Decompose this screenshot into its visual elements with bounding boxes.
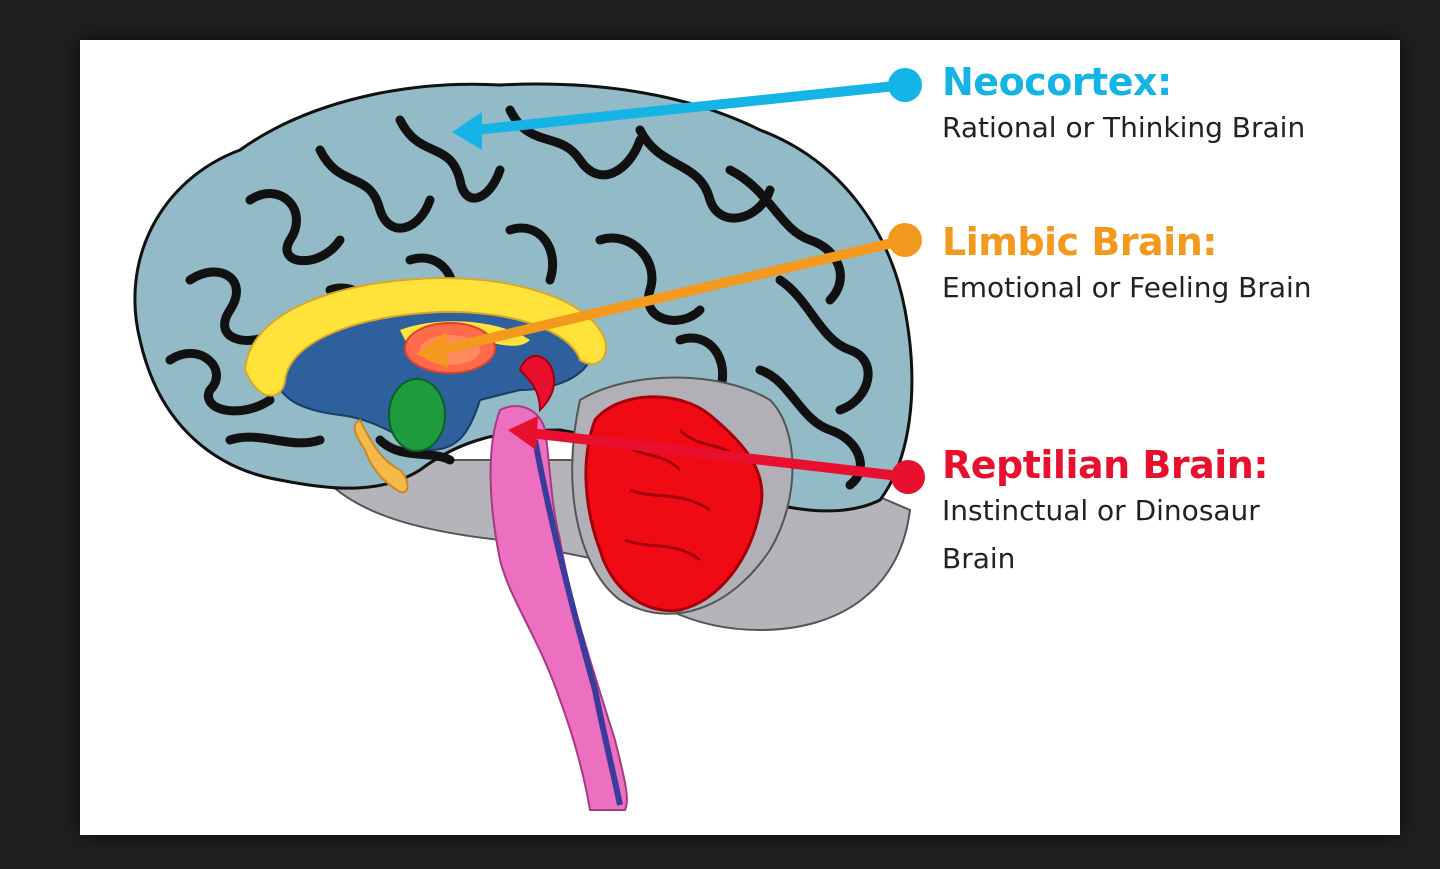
limbic-title: Limbic Brain:	[942, 220, 1217, 264]
limbic-arrowhead	[416, 332, 448, 368]
limbic-description: Emotional or Feeling Brain	[942, 271, 1312, 304]
reptilian-title: Reptilian Brain:	[942, 443, 1269, 487]
limbic-label: Limbic Brain: Emotional or Feeling Brain	[942, 220, 1362, 312]
reptilian-pointer-line	[529, 428, 909, 482]
neocortex-title: Neocortex:	[942, 60, 1172, 104]
cortex-sulci	[165, 105, 873, 490]
limbic-pointer-dot	[888, 223, 922, 257]
limbic-yellow-arch	[243, 276, 607, 397]
reptilian-description-line1: Instinctual or Dinosaur	[942, 494, 1260, 527]
reptilian-top	[518, 355, 556, 413]
neocortex-pointer-dot	[888, 68, 922, 102]
neocortex-pointer-line	[474, 80, 906, 135]
amygdala-region	[388, 378, 446, 452]
reptilian-description-line2: Brain	[942, 542, 1016, 575]
fornix-tail	[353, 418, 409, 494]
limbic-pointer-line	[438, 235, 907, 355]
brainstem-inner-line	[532, 439, 623, 806]
reptilian-arrowhead	[508, 416, 538, 450]
brainstem-region	[489, 405, 628, 811]
neocortex-arrowhead	[452, 112, 482, 150]
diagram-panel: Neocortex: Rational or Thinking Brain Li…	[80, 40, 1400, 835]
neocortex-description: Rational or Thinking Brain	[942, 111, 1306, 144]
neocortex-label: Neocortex: Rational or Thinking Brain	[942, 60, 1362, 152]
brain-diagram	[133, 68, 925, 811]
reptilian-label: Reptilian Brain: Instinctual or Dinosaur…	[942, 443, 1362, 583]
reptilian-pointer-dot	[891, 460, 925, 494]
